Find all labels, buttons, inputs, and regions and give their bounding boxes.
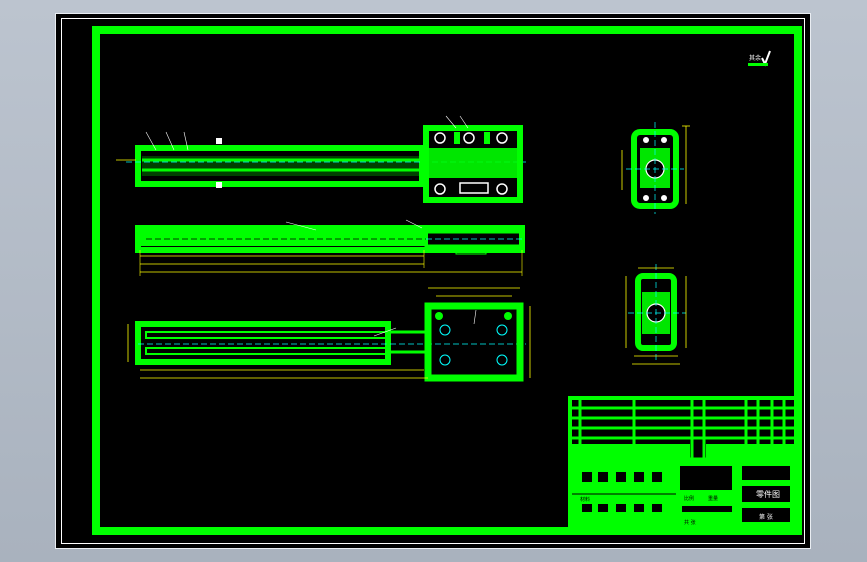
title-block: 零件图 第 张 比例 重量 材料 共 张 (568, 396, 798, 530)
title-block-label-a: 材料 (580, 496, 590, 503)
side-view (135, 219, 525, 276)
drawing-title: 零件图 (756, 489, 780, 499)
plan-view (127, 287, 531, 382)
inner-frame (61, 18, 805, 544)
title-block-label-c: 重量 (708, 495, 718, 502)
title-block-label-e: 第 张 (759, 513, 773, 521)
cad-viewport[interactable]: 其余 (55, 13, 811, 549)
title-block-label-b: 比例 (684, 495, 694, 502)
title-block-label-d: 共 张 (684, 519, 696, 526)
svg-text:其余: 其余 (749, 54, 761, 62)
section-view-a (621, 122, 690, 214)
drawing-canvas: 其余 (92, 26, 802, 535)
section-view-b (625, 264, 687, 365)
front-view (116, 115, 526, 203)
drawing-border (92, 26, 802, 535)
roughness-symbol: 其余 (748, 50, 771, 67)
